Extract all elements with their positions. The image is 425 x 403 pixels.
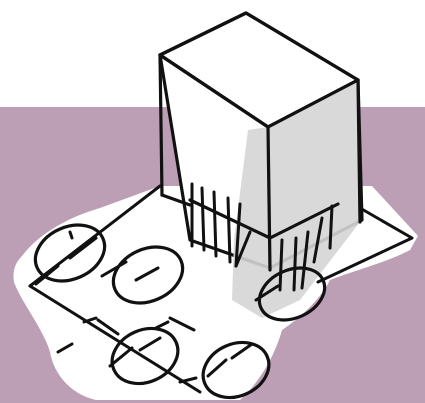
sketch-canvas	[0, 0, 425, 403]
building-sketch-illustration	[0, 0, 425, 403]
